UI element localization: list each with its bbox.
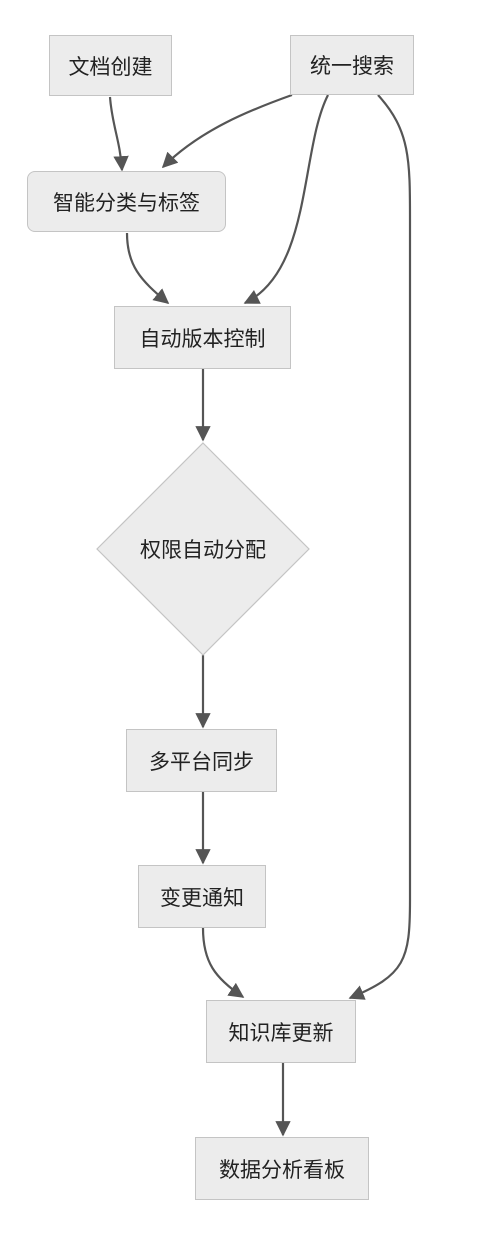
- node-version-control: 自动版本控制: [114, 306, 291, 369]
- edge-doc-create-to-smart-classify: [108, 96, 129, 172]
- node-permission-assign: 权限自动分配: [96, 442, 310, 656]
- edge-unified-search-to-kb-update: [348, 94, 412, 1000]
- edge-unified-search-to-smart-classify: [161, 93, 293, 169]
- node-dashboard: 数据分析看板: [195, 1137, 369, 1200]
- decision-diamond-shape: [96, 442, 310, 656]
- node-doc-create: 文档创建: [49, 35, 172, 96]
- edge-change-notify-to-kb-update: [201, 927, 245, 998]
- edge-unified-search-to-version-control: [243, 94, 329, 304]
- decision-label: 权限自动分配: [140, 538, 266, 562]
- node-change-notify: 变更通知: [138, 865, 266, 928]
- node-smart-classify: 智能分类与标签: [27, 171, 226, 232]
- edge-smart-classify-to-version-control: [125, 232, 170, 304]
- node-unified-search: 统一搜索: [290, 35, 414, 95]
- node-kb-update: 知识库更新: [206, 1000, 356, 1063]
- node-multi-sync: 多平台同步: [126, 729, 277, 792]
